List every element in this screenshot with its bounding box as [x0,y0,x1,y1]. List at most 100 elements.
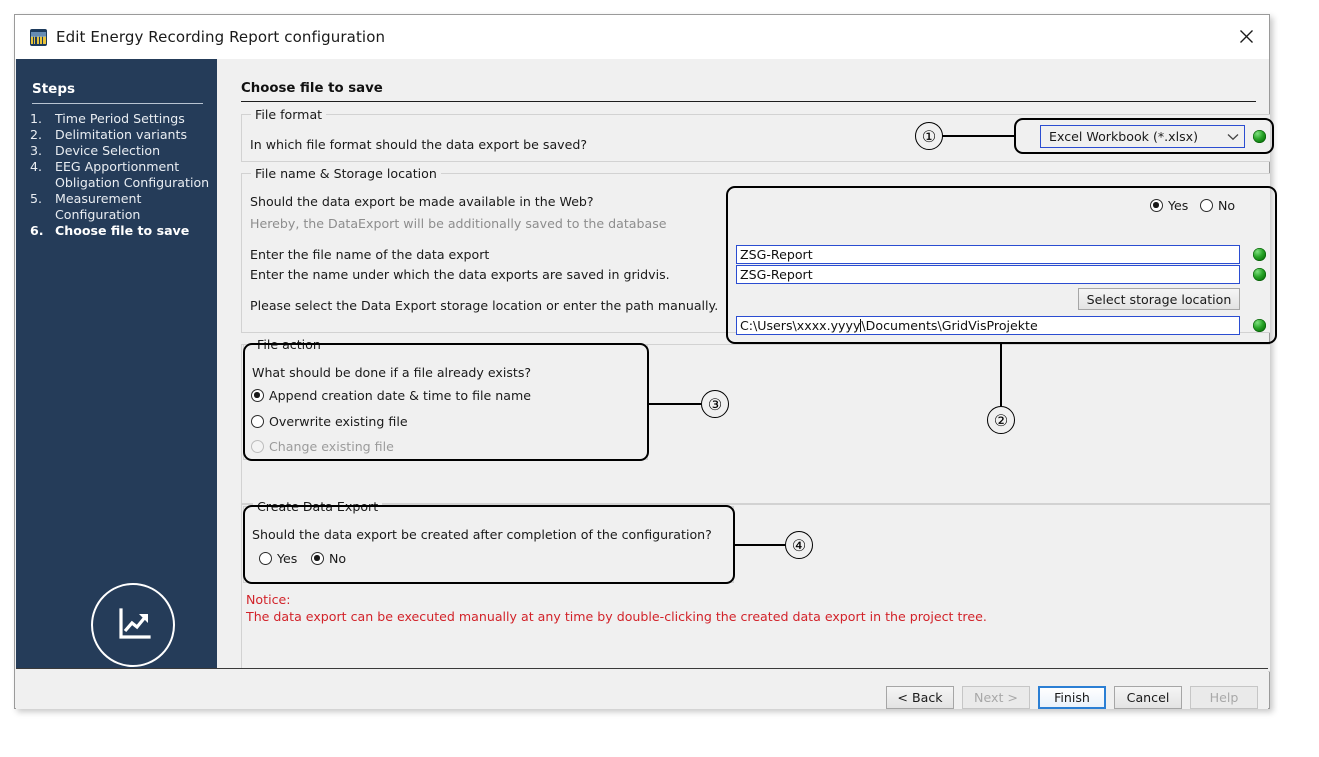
file-action-overwrite-label: Overwrite existing file [269,414,408,429]
file-action-change-label: Change existing file [269,439,394,454]
cancel-button-label: Cancel [1126,690,1170,705]
step-label: Choose file to save [55,223,190,238]
create-data-export-yes-label: Yes [277,551,298,566]
page-title-divider [241,101,1256,102]
step-number: 3. [30,143,43,158]
file-action-overwrite-radio[interactable]: Overwrite existing file [251,414,408,429]
waveform-app-icon [30,28,47,46]
steps-list: 1. Time Period Settings 2. Delimitation … [30,111,220,239]
step-number: 2. [30,127,43,142]
footer-divider [16,668,1268,669]
radio-dot [251,440,264,453]
radio-dot [259,552,272,565]
back-button[interactable]: < Back [886,686,954,709]
gridvis-name-status-led [1253,268,1266,281]
file-format-dropdown-value: Excel Workbook (*.xlsx) [1049,129,1199,144]
sidebar-item-choose-file-to-save[interactable]: 6. Choose file to save [30,223,220,239]
file-format-group-title: File format [251,107,327,122]
radio-dot [251,389,264,402]
callout-1-line [942,135,1014,138]
callout-4-line [735,544,785,547]
select-storage-location-button[interactable]: Select storage location [1078,288,1240,310]
notice-title: Notice: [246,592,291,607]
storage-path-input[interactable]: C:\Users\xxxx.yyyy\Documents\GridVisProj… [736,316,1240,335]
next-button-label: Next > [974,690,1018,705]
sidebar-item-measurement-cont: Configuration [55,207,141,222]
close-icon[interactable] [1223,15,1269,58]
step-label: EEG Apportionment [55,159,180,174]
help-button-label: Help [1209,690,1239,705]
file-action-append-date-radio[interactable]: Append creation date & time to file name [251,388,531,403]
steps-divider [32,103,203,104]
web-no-radio[interactable]: No [1200,198,1235,213]
sidebar-item-eeg-apportionment-cont: Obligation Configuration [55,175,210,190]
filename-label: Enter the file name of the data export [250,247,490,262]
sidebar-item-measurement[interactable]: 5. Measurement [30,191,220,207]
file-name-storage-group-title: File name & Storage location [251,166,441,181]
create-data-export-group-title: Create Data Export [253,499,383,514]
next-button: Next > [962,686,1030,709]
step-label: Measurement [55,191,142,206]
web-availability-question: Should the data export be made available… [250,194,594,209]
radio-dot [1150,199,1163,212]
sidebar-item-device-selection[interactable]: 3. Device Selection [30,143,220,159]
callout-2-number: ② [987,406,1015,434]
create-data-export-group: Create Data Export Should the data expor… [243,499,734,583]
step-number: 4. [30,159,43,174]
step-label: Delimitation variants [55,127,188,142]
title-bar: Edit Energy Recording Report configurati… [15,15,1269,59]
file-name-status-led [1253,248,1266,261]
create-data-export-no-radio[interactable]: No [311,551,346,566]
file-action-group-title: File action [253,337,325,352]
web-no-label: No [1218,198,1236,213]
radio-dot [251,415,264,428]
web-yes-label: Yes [1168,198,1189,213]
notice-text: The data export can be executed manually… [246,609,987,624]
footer-button-bar: < Back Next > Finish Cancel Help [16,669,1268,709]
step-number: 1. [30,111,43,126]
web-availability-hint: Hereby, the DataExport will be additiona… [250,216,667,231]
chevron-down-icon [1222,133,1244,141]
back-button-label: < Back [897,690,943,705]
file-format-question: In which file format should the data exp… [250,137,588,152]
storage-path-status-led [1253,319,1266,332]
file-name-input[interactable]: ZSG-Report [736,245,1240,264]
step-number: 5. [30,191,43,206]
step-number: 6. [30,223,44,238]
finish-button-label: Finish [1054,690,1090,705]
storage-path-after-caret: \Documents\GridVisProjekte [861,318,1038,333]
create-data-export-yes-radio[interactable]: Yes [259,551,297,566]
radio-dot [311,552,324,565]
gridvis-name-input-value: ZSG-Report [740,267,813,282]
web-yes-radio[interactable]: Yes [1150,198,1188,213]
text-caret [860,319,862,332]
file-action-change-radio: Change existing file [251,439,394,454]
callout-2-line [1000,344,1003,406]
page-title: Choose file to save [241,81,383,96]
create-data-export-no-label: No [329,551,347,566]
callout-4-number: ④ [785,531,813,559]
file-format-dropdown[interactable]: Excel Workbook (*.xlsx) [1040,125,1245,148]
chart-trend-up-icon [91,583,175,667]
content-panel: Choose file to save File format In which… [217,59,1277,672]
storage-path-before-caret: C:\Users\xxxx.yyyy [740,318,861,333]
storage-path-label: Please select the Data Export storage lo… [250,298,719,313]
gridvis-name-label: Enter the name under which the data expo… [250,267,670,282]
cancel-button[interactable]: Cancel [1114,686,1182,709]
callout-1-number: ① [915,122,943,150]
finish-button[interactable]: Finish [1038,686,1106,709]
window-title: Edit Energy Recording Report configurati… [56,28,386,46]
file-name-input-value: ZSG-Report [740,247,813,262]
file-action-append-date-label: Append creation date & time to file name [269,388,531,403]
sidebar-item-time-period-settings[interactable]: 1. Time Period Settings [30,111,220,127]
gridvis-name-input[interactable]: ZSG-Report [736,265,1240,284]
steps-sidebar: Steps 1. Time Period Settings 2. Delimit… [16,59,217,668]
step-label: Time Period Settings [55,111,185,126]
sidebar-item-eeg-apportionment[interactable]: 4. EEG Apportionment [30,159,220,175]
create-data-export-question: Should the data export be created after … [252,527,712,542]
dialog-window: Edit Energy Recording Report configurati… [14,14,1277,709]
callout-3-number: ③ [701,390,729,418]
select-storage-location-label: Select storage location [1086,291,1232,307]
sidebar-item-delimitation-variants[interactable]: 2. Delimitation variants [30,127,220,143]
